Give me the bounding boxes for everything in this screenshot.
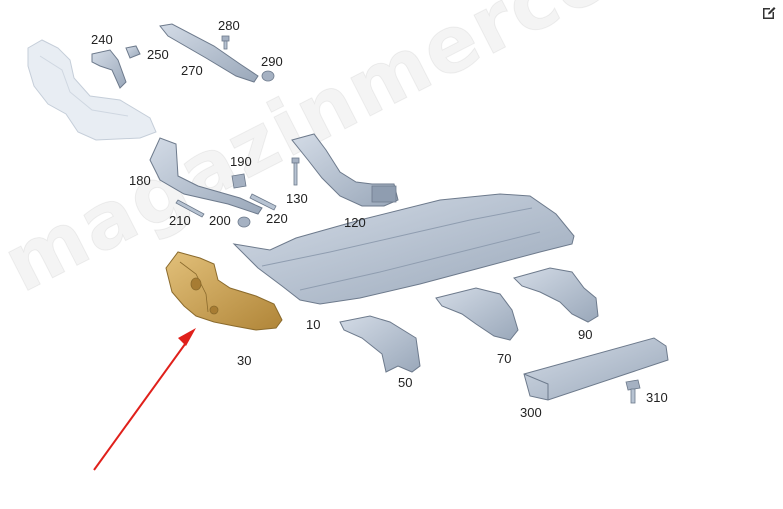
part-200-nut[interactable] [237,216,251,228]
callout-240[interactable]: 240 [91,32,113,47]
part-180-bracket[interactable] [149,137,263,215]
callout-290[interactable]: 290 [261,54,283,69]
part-280-bolt[interactable] [221,35,230,50]
part-290-nut[interactable] [261,70,275,82]
part-310-bolt[interactable] [625,379,641,404]
callout-220[interactable]: 220 [266,211,288,226]
callout-70[interactable]: 70 [497,351,512,366]
callout-210[interactable]: 210 [169,213,191,228]
part-30-heat-shield[interactable] [165,251,283,331]
callout-190[interactable]: 190 [230,154,252,169]
callout-300[interactable]: 300 [520,405,542,420]
red-pointer-arrow [93,328,196,471]
part-270-strut[interactable] [159,23,259,83]
callout-310[interactable]: 310 [646,390,668,405]
part-10-floor-panel[interactable] [232,193,575,305]
part-ghost-shield [27,39,157,141]
callout-10[interactable]: 10 [306,317,321,332]
callout-90[interactable]: 90 [578,327,593,342]
callout-120[interactable]: 120 [344,215,366,230]
callout-270[interactable]: 270 [181,63,203,78]
part-120-crossmember[interactable] [291,133,399,207]
part-90-bracket[interactable] [513,267,599,323]
callout-50[interactable]: 50 [398,375,413,390]
callout-130[interactable]: 130 [286,191,308,206]
part-250-nut[interactable] [125,45,141,59]
part-240-bracket[interactable] [91,49,127,89]
part-50-bracket[interactable] [339,315,421,373]
part-220-bolt[interactable] [249,193,277,211]
part-210-pin[interactable] [175,199,205,218]
callout-280[interactable]: 280 [218,18,240,33]
part-300-rail[interactable] [523,337,669,401]
callout-30[interactable]: 30 [237,353,252,368]
part-130-bolt[interactable] [291,157,300,186]
callout-250[interactable]: 250 [147,47,169,62]
part-190-nut[interactable] [231,173,247,189]
callout-200[interactable]: 200 [209,213,231,228]
callout-180[interactable]: 180 [129,173,151,188]
edit-icon[interactable] [761,5,777,21]
part-70-bracket[interactable] [435,287,519,341]
